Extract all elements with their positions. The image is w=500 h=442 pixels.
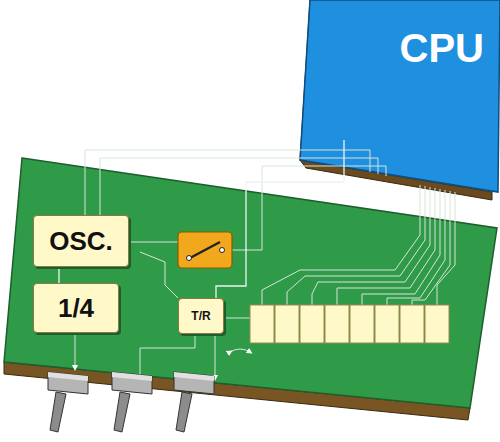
plug-body: [112, 372, 152, 394]
plug-highlight: [112, 372, 152, 381]
bus-wire: [337, 188, 435, 305]
plug-pin: [176, 392, 192, 432]
signal-wire: [58, 267, 59, 283]
register-cell: [375, 305, 399, 343]
node-text: T/R: [191, 309, 210, 323]
wire: [232, 166, 386, 250]
transceiver-box: T/R: [178, 298, 224, 334]
plug-highlight: [174, 372, 214, 381]
wire: [225, 318, 250, 319]
wire: [130, 242, 178, 243]
wires: [75, 150, 455, 382]
connectors: [48, 372, 214, 432]
plug-pin: [114, 392, 130, 432]
node-text: OSC.: [49, 226, 113, 257]
register-cell: [275, 305, 299, 343]
connector-plug: [174, 372, 214, 432]
connector-plug: [48, 372, 88, 432]
plug-highlight: [48, 372, 88, 381]
direction-arrow: [230, 349, 250, 352]
shift-register: [250, 305, 449, 343]
switch-blade: [190, 242, 220, 258]
bus-wire: [412, 191, 450, 305]
bus-wire: [312, 187, 430, 305]
circuit-board: [4, 158, 497, 408]
switch-box: [178, 232, 232, 268]
register-cell: [425, 305, 449, 343]
bus-wire: [262, 185, 420, 305]
plug-pin: [50, 392, 66, 432]
register-cell: [400, 305, 424, 343]
divider-box: 1/4: [33, 283, 119, 333]
switch-contact: [220, 248, 225, 253]
cpu-label-box: CPU: [330, 22, 488, 140]
register-cell: [250, 305, 274, 343]
node-text: 1/4: [58, 293, 94, 324]
register-cell: [325, 305, 349, 343]
register-cell: [350, 305, 374, 343]
node-text: CPU: [400, 26, 484, 71]
connector-plug: [112, 372, 152, 432]
plug-body: [48, 372, 88, 394]
wire: [215, 334, 216, 378]
register-cell: [300, 305, 324, 343]
bus-wire: [387, 190, 445, 305]
bus-wire: [362, 189, 440, 305]
wire: [100, 158, 378, 215]
plug-body: [174, 372, 214, 394]
switch-contact: [187, 256, 192, 261]
bus-wire: [287, 186, 425, 305]
bus-wire: [437, 192, 455, 305]
wire: [140, 252, 178, 298]
signal-wire: [216, 140, 344, 298]
oscillator-box: OSC.: [33, 215, 129, 267]
cpu-block: [300, 0, 500, 192]
wire: [75, 333, 76, 368]
